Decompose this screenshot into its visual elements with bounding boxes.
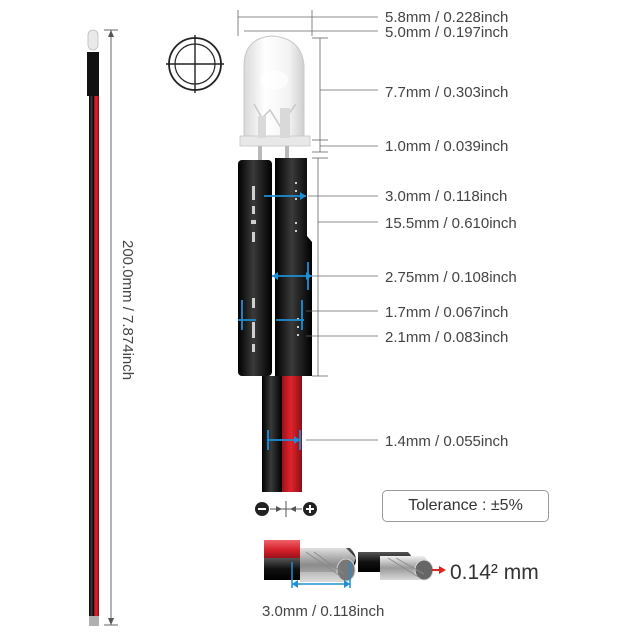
tube-length-label: 15.5mm / 0.610inch — [385, 215, 517, 232]
thumb-red-wire — [94, 96, 99, 616]
tube-width-label: 3.0mm / 0.118inch — [385, 188, 508, 205]
red-wire — [282, 376, 302, 492]
total-length-label: 200.0mm / 7.874inch — [119, 240, 136, 381]
polarity-indicator — [255, 501, 317, 517]
full-led-thumbnail — [87, 29, 118, 626]
blue-measurement-arrows — [238, 192, 312, 450]
thumb-black-wire — [89, 96, 94, 616]
thumb-lens — [87, 29, 99, 51]
cable-cross-section — [264, 540, 446, 588]
dimension-guides — [237, 10, 378, 441]
rim-height-label: 1.0mm / 0.039inch — [385, 138, 509, 155]
lens-height-label: 7.7mm / 0.303inch — [385, 84, 509, 101]
lens-outer-diameter-label: 5.8mm / 0.228inch — [385, 9, 509, 26]
led-top-view-icon — [166, 35, 224, 93]
thumb-heatshrink — [87, 52, 99, 96]
lens-diameter-label: 5.0mm / 0.197inch — [385, 24, 509, 41]
tube-outer-label: 2.75mm / 0.108inch — [385, 269, 517, 286]
tube-inner-label: 1.7mm / 0.067inch — [385, 304, 509, 321]
tube-gap-label: 2.1mm / 0.083inch — [385, 329, 509, 346]
wire-diameter-label: 1.4mm / 0.055inch — [385, 433, 509, 450]
tolerance-box: Tolerance : ±5% — [382, 490, 549, 522]
black-wire — [262, 376, 282, 492]
cable-diameter-label: 3.0mm / 0.118inch — [262, 603, 385, 620]
led-lens — [239, 35, 311, 147]
cross-section-label: 0.14² mm — [450, 561, 539, 584]
heat-shrink-tubes — [238, 158, 312, 376]
